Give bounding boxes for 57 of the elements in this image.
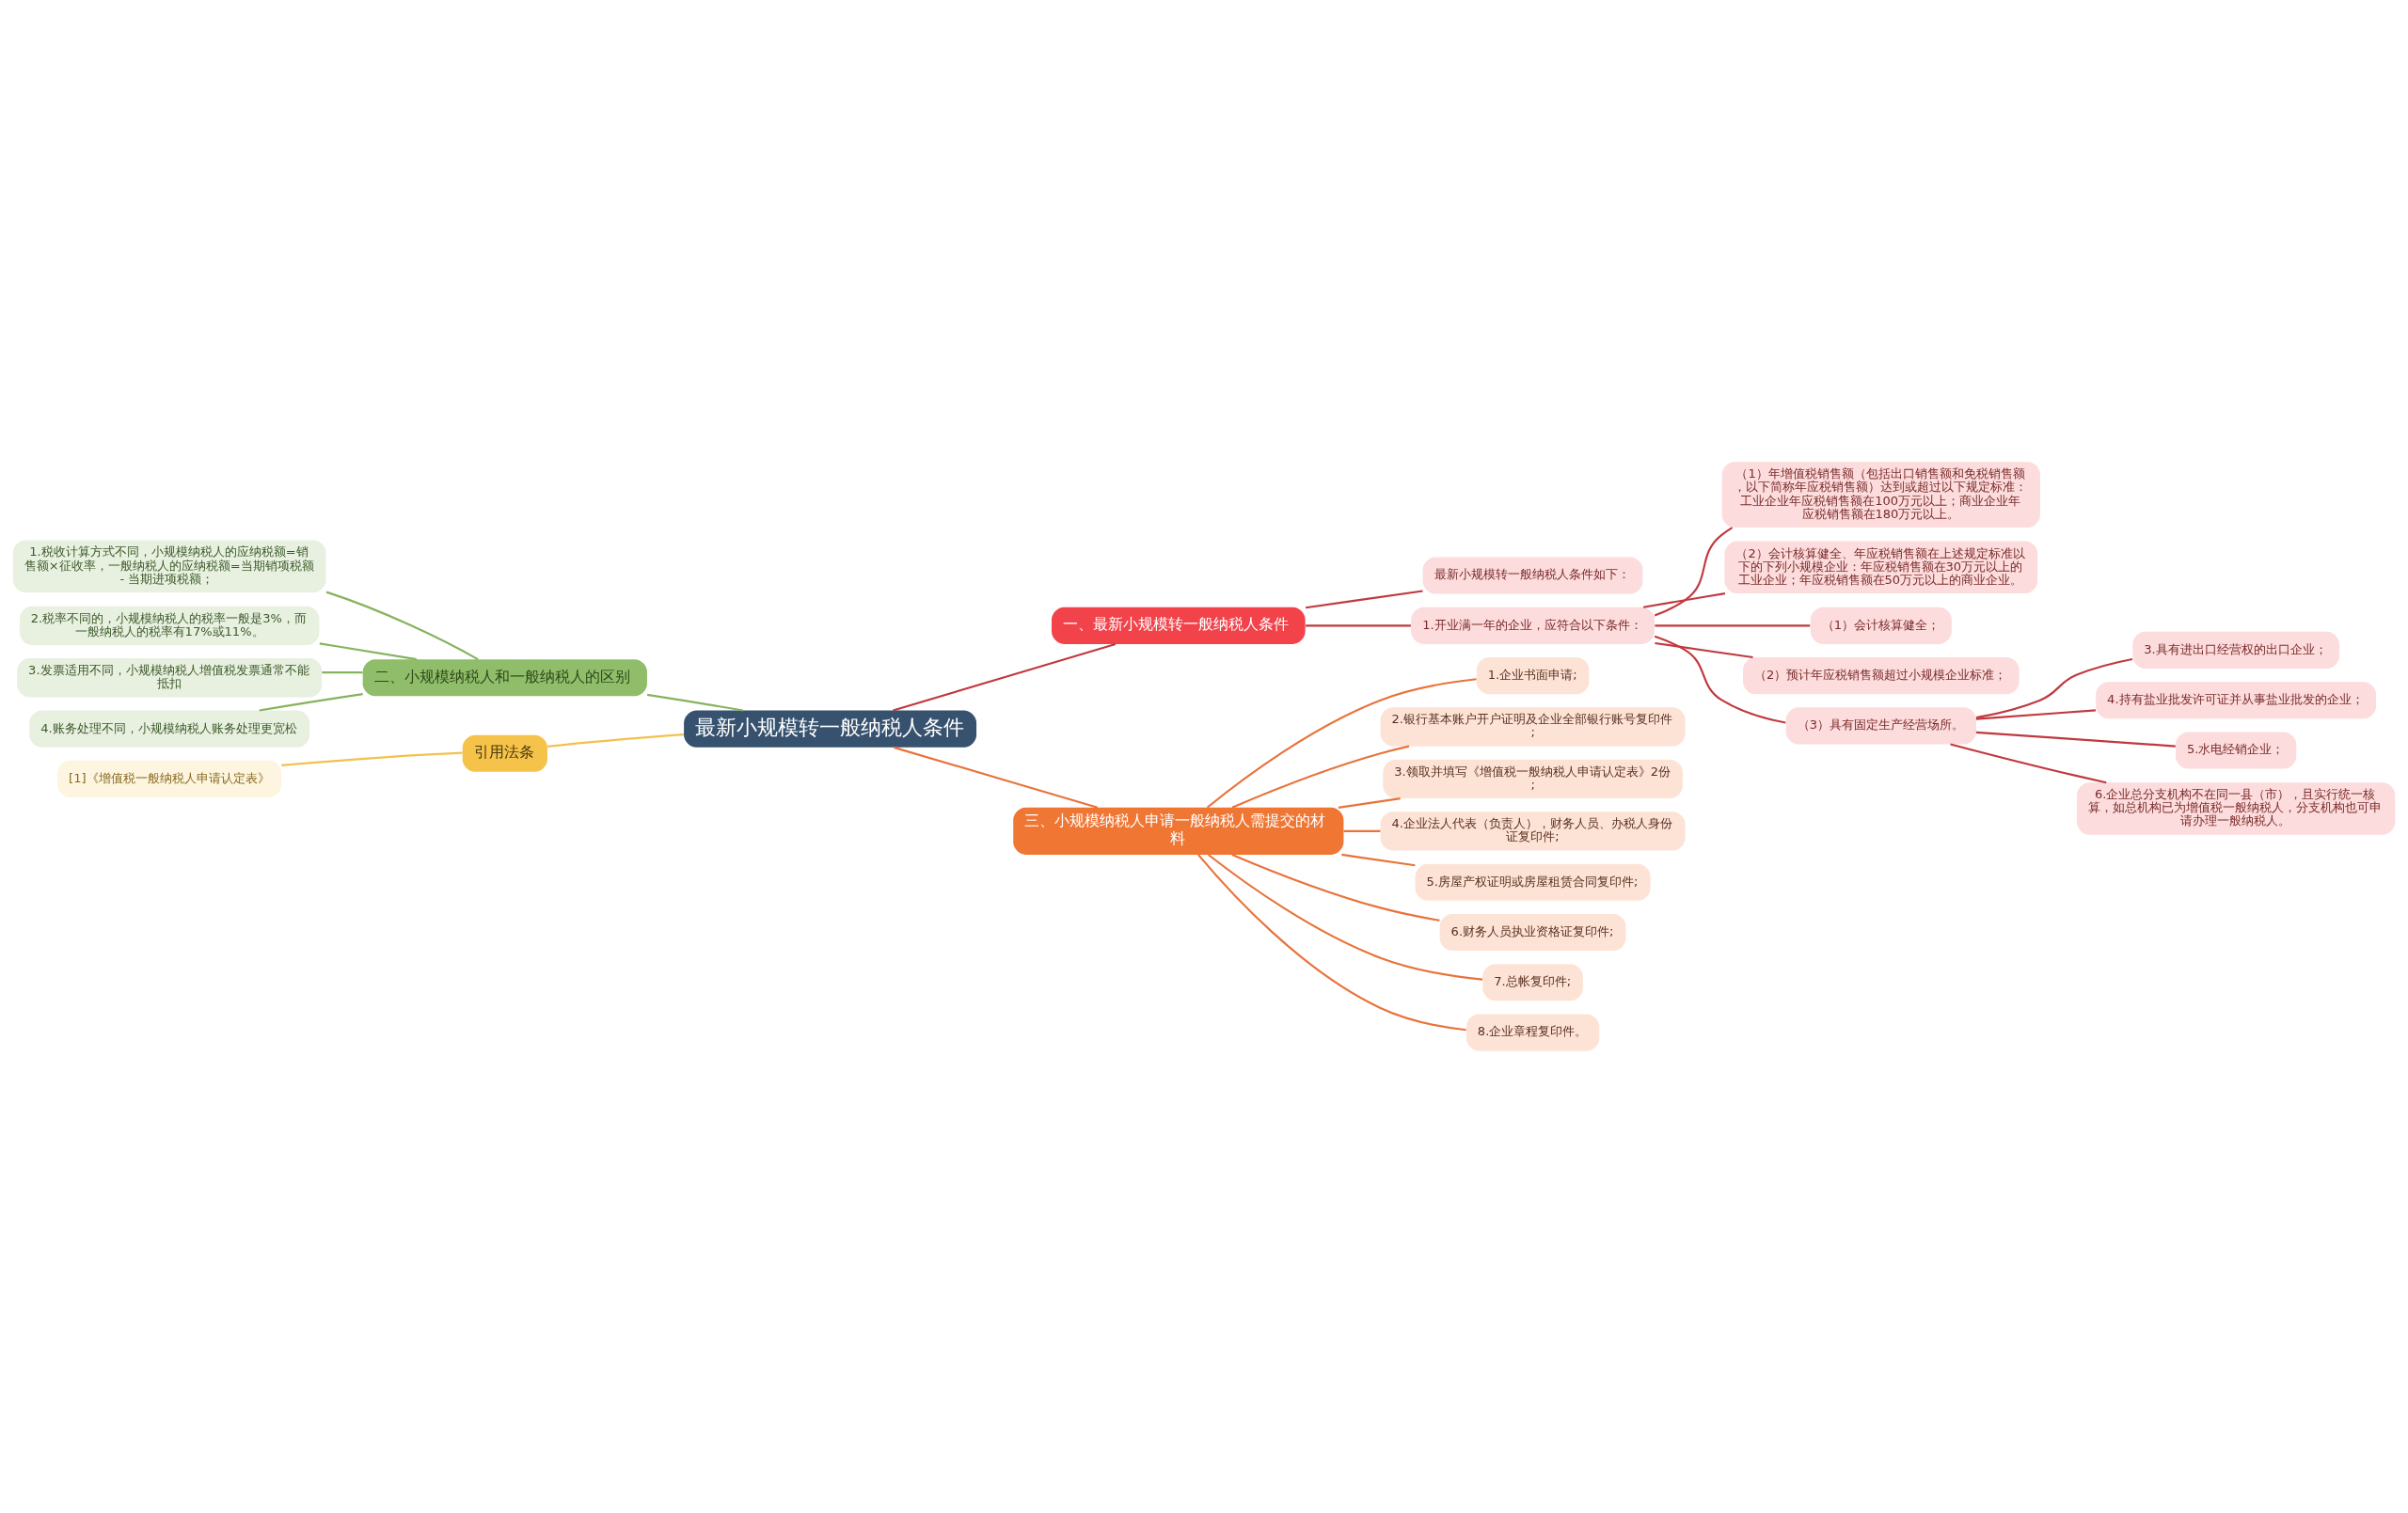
- connector: [1975, 709, 2097, 720]
- connector: [259, 693, 363, 712]
- connector: [894, 746, 1099, 809]
- connector: [1305, 590, 1423, 609]
- connector: [1306, 624, 1411, 627]
- connector: [1338, 797, 1401, 809]
- node-box: 1.税收计算方式不同，小规模纳税人的应纳税额=销售额×征收率，一般纳税人的应纳税额=当期销项税额 - 当期进项税额；: [12, 540, 326, 592]
- node-box: [1]《增值税一般纳税人申请认定表》: [57, 760, 282, 797]
- connector: [319, 642, 417, 661]
- connector: [1654, 635, 1786, 724]
- connector: [1654, 527, 1734, 617]
- connector: [1197, 854, 1466, 1032]
- connector: [1208, 854, 1483, 981]
- connector: [1655, 624, 1811, 627]
- node-box: 2.税率不同的，小规模纳税人的税率一般是3%，而一般纳税人的税率有17%或11%。: [19, 606, 320, 645]
- node-box: （1）会计核算健全；: [1810, 607, 1952, 644]
- node-box: 6.财务人员执业资格证复印件;: [1439, 913, 1626, 952]
- node-box: 8.企业章程复印件。: [1465, 1014, 1600, 1051]
- node-box: 4.企业法人代表（负责人），财务人员、办税人身份证复印件;: [1380, 812, 1686, 851]
- node-box: 3.领取并填写《增值税一般纳税人申请认定表》2份;: [1383, 759, 1683, 799]
- connector: [1206, 678, 1477, 809]
- connector: [646, 693, 744, 712]
- node-box: 最新小规模转一般纳税人条件如下：: [1422, 557, 1643, 594]
- node-box: （1）年增值税销售额（包括出口销售额和免税销售额，以下简称年应税销售额）达到或超过以下规定标准：工业企业年应税销售额在100万元以上；商业企业年应税销售额在180万元以上。: [1721, 462, 2040, 528]
- node-box: 3.具有进出口经营权的出口企业；: [2132, 631, 2339, 669]
- node-box: 2.银行基本账户开户证明及企业全部银行账号复印件;: [1380, 707, 1686, 747]
- node-box: 3.发票适用不同，小规模纳税人增值税发票通常不能抵扣: [17, 658, 323, 698]
- connector: [1231, 745, 1410, 809]
- connector: [1975, 657, 2133, 719]
- node-box: 三、小规模纳税人申请一般纳税人需提交的材料: [1013, 807, 1344, 855]
- node-box: 1.企业书面申请;: [1476, 657, 1590, 695]
- node-box: （3）具有固定生产经营场所。: [1785, 707, 1976, 745]
- connector: [1655, 641, 1753, 659]
- connector: [1950, 743, 2107, 784]
- node-box: 一、最新小规模转一般纳税人条件: [1052, 607, 1306, 644]
- connector: [1341, 853, 1416, 867]
- connector: [325, 591, 479, 660]
- node-box: 二、小规模纳税人和一般纳税人的区别: [362, 659, 647, 697]
- node-box: 4.账务处理不同，小规模纳税人账务处理更宽松: [29, 710, 310, 748]
- connector: [1231, 853, 1440, 922]
- connector: [1975, 731, 2176, 748]
- node-box: 1.开业满一年的企业，应符合以下条件：: [1411, 607, 1655, 644]
- connector: [547, 733, 685, 748]
- node-box: 最新小规模转一般纳税人条件: [684, 710, 977, 748]
- node-box: 7.总帐复印件;: [1482, 964, 1583, 1001]
- node-box: 5.房屋产权证明或房屋租赁合同复印件;: [1415, 863, 1651, 901]
- node-box: 引用法条: [462, 734, 547, 772]
- connector: [1343, 829, 1381, 832]
- node-box: （2）预计年应税销售额超过小规模企业标准；: [1743, 657, 2020, 695]
- connector: [281, 751, 463, 767]
- connector: [322, 671, 363, 674]
- connector: [893, 642, 1117, 712]
- connector: [1642, 592, 1726, 608]
- node-box: （2）会计核算健全、年应税销售额在上述规定标准以下的下列小规模企业：年应税销售额在30万元以上的工业企业；年应税销售额在50万元以上的商业企业。: [1724, 541, 2038, 594]
- node-box: 4.持有盐业批发许可证并从事盐业批发的企业；: [2096, 682, 2377, 719]
- node-box: 5.水电经销企业；: [2175, 732, 2297, 769]
- node-box: 6.企业总分支机构不在同一县（市），且实行统一核算，如总机构已为增值税一般纳税人，分支机构也可申请办理一般纳税人。: [2077, 782, 2396, 835]
